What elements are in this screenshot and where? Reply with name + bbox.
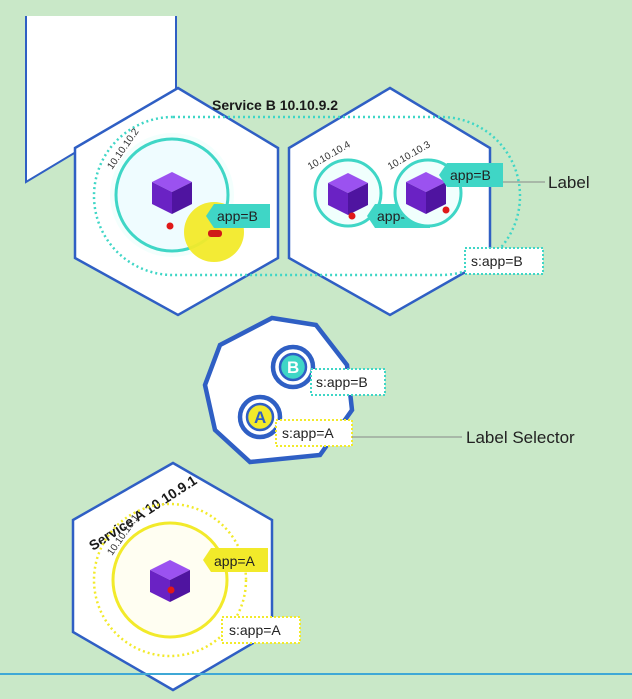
label-selector-callout-text: Label Selector bbox=[466, 428, 575, 447]
pointer-dot bbox=[167, 586, 175, 594]
service-a-badge-letter: A bbox=[254, 408, 266, 427]
service-b-title: Service B 10.10.9.2 bbox=[212, 97, 338, 113]
label-tag-app-b-1[interactable]: app=B bbox=[206, 204, 270, 228]
label-tag-app-a[interactable]: app=A bbox=[203, 548, 268, 572]
service-a-selector-text: s:app=A bbox=[229, 622, 281, 638]
selector-a-box[interactable]: s:app=A bbox=[275, 419, 353, 447]
pointer-dot bbox=[348, 212, 356, 220]
service-b-badge-letter: B bbox=[287, 358, 299, 377]
selector-b-text: s:app=B bbox=[316, 374, 368, 390]
pointer-mark bbox=[208, 230, 222, 237]
pointer-dot bbox=[166, 222, 174, 230]
service-a-badge[interactable]: A bbox=[237, 394, 283, 440]
pointer-dot bbox=[442, 206, 450, 214]
service-b-boundary bbox=[92, 115, 522, 277]
label-callout-text: Label bbox=[548, 173, 590, 192]
service-b-selector-text: s:app=B bbox=[471, 253, 523, 269]
label-tag-text: app=A bbox=[214, 553, 256, 569]
label-tag-text: app=B bbox=[450, 167, 491, 183]
service-a-boundary bbox=[92, 502, 248, 658]
service-b-badge[interactable]: B bbox=[270, 344, 316, 390]
label-tag-text: app=B bbox=[217, 208, 258, 224]
label-tag-app-b-3[interactable]: app=B bbox=[439, 163, 503, 187]
service-b-selector-badge[interactable]: s:app=B bbox=[464, 247, 544, 275]
selector-a-text: s:app=A bbox=[282, 425, 334, 441]
service-a-selector-badge[interactable]: s:app=A bbox=[221, 616, 301, 644]
selector-b-box[interactable]: s:app=B bbox=[310, 368, 386, 396]
